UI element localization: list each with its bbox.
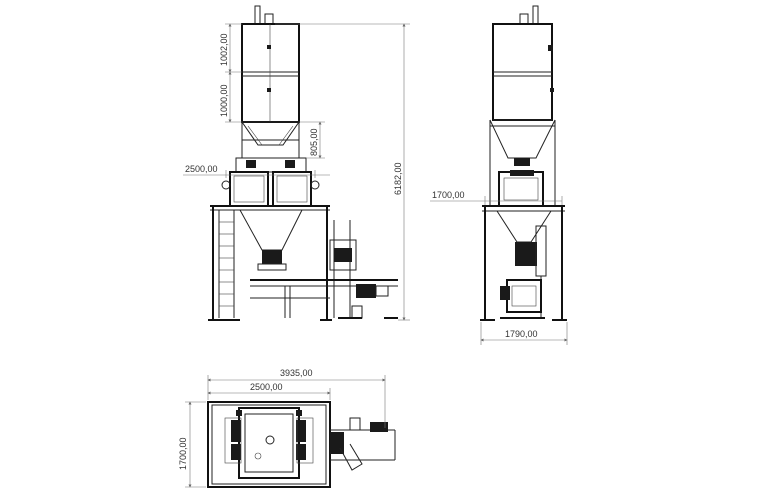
dim-top-overall: 3935,00: [280, 368, 313, 378]
dim-front-upper: 1002,00: [219, 33, 229, 66]
side-view: [480, 5, 567, 321]
dim-top-frame: 2500,00: [250, 382, 283, 392]
dim-front-hopper: 805,00: [309, 128, 319, 156]
top-dimensions: 3935,00 2500,00 1700,00: [178, 368, 386, 488]
front-dimensions: 1002,00 1000,00 805,00 6182,00 2500,00: [183, 23, 410, 321]
dim-side-width: 1700,00: [432, 190, 465, 200]
dim-front-total: 6182,00: [393, 162, 403, 195]
dim-front-lower: 1000,00: [219, 84, 229, 117]
front-view: [208, 5, 398, 321]
dim-side-base: 1790,00: [505, 329, 538, 339]
dim-top-depth: 1700,00: [178, 437, 188, 470]
side-dimensions: 1700,00 1790,00: [430, 190, 568, 345]
dim-front-width: 2500,00: [185, 164, 218, 174]
top-view: [207, 401, 396, 488]
